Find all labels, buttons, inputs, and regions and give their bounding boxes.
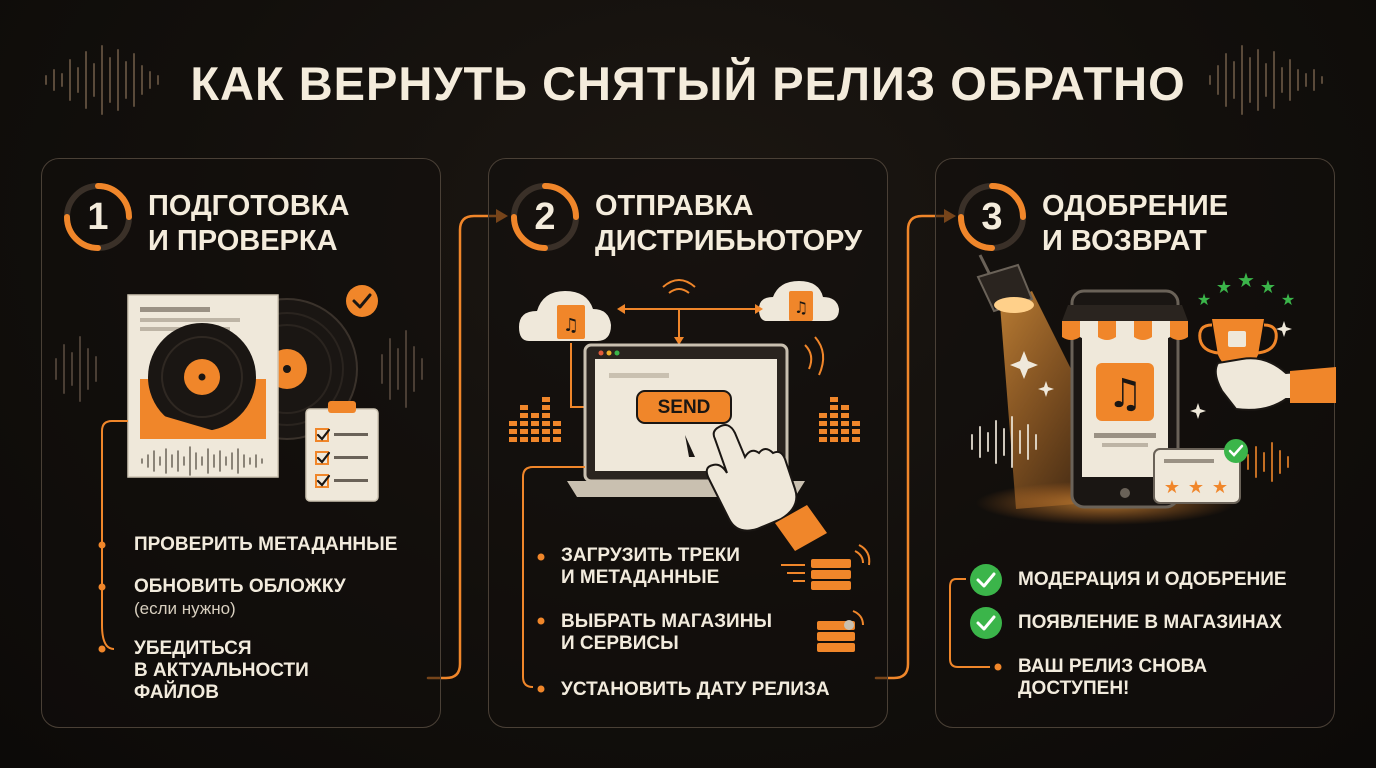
equalizer-icon <box>509 397 860 442</box>
rating-card-icon: ★ ★ ★ <box>1153 439 1248 504</box>
step-title: ОТПРАВКА ДИСТРИБЬЮТОРУ <box>595 190 863 257</box>
step-badge-ring <box>64 183 132 251</box>
svg-text:♫: ♫ <box>563 315 579 336</box>
hand-pointer-icon <box>685 424 827 551</box>
list-item: ПРОВЕРИТЬ МЕТАДАННЫЕ <box>134 534 398 555</box>
checklist-icon <box>305 401 379 502</box>
svg-text:★: ★ <box>1216 277 1232 298</box>
svg-text:★: ★ <box>1188 477 1204 498</box>
step-badge-ring <box>511 183 579 251</box>
list-item: УБЕДИТЬСЯ В АКТУАЛЬНОСТИ ФАЙЛОВ <box>134 638 309 703</box>
step-badge-ring <box>958 183 1026 251</box>
svg-text:★: ★ <box>1281 290 1295 309</box>
svg-text:♫: ♫ <box>1107 371 1143 417</box>
step-number: 3 <box>981 196 1003 238</box>
document-icon <box>127 294 279 478</box>
list-item: УСТАНОВИТЬ ДАТУ РЕЛИЗА <box>561 679 830 700</box>
phone-store-icon: ♫ <box>1062 289 1188 509</box>
step-2-illustration: ♫ ♫ SEND <box>509 279 871 693</box>
svg-text:★: ★ <box>1237 268 1255 292</box>
step-number: 2 <box>534 196 556 238</box>
list-item: МОДЕРАЦИЯ И ОДОБРЕНИЕ <box>1018 569 1287 590</box>
page-title: КАК ВЕРНУТЬ СНЯТЫЙ РЕЛИЗ ОБРАТНО <box>190 57 1186 110</box>
waveform-right-icon <box>1209 45 1323 115</box>
svg-text:♫: ♫ <box>794 298 808 317</box>
svg-text:★: ★ <box>1164 477 1180 498</box>
list-item: ЗАГРУЗИТЬ ТРЕКИ И МЕТАДАННЫЕ <box>561 545 740 588</box>
send-button-label: SEND <box>658 397 711 418</box>
waveform-icon <box>55 330 423 408</box>
check-badge-icon <box>346 285 378 317</box>
step-panel-3: 3 ОДОБРЕНИЕ И ВОЗВРАТ <box>935 158 1336 728</box>
step-panel-2: 2 ОТПРАВКА ДИСТРИБЬЮТОРУ ♫ ♫ <box>488 158 888 728</box>
step-title: ПОДГОТОВКА И ПРОВЕРКА <box>148 190 350 257</box>
step-panel-1: 1 ПОДГОТОВКА И ПРОВЕРКА <box>41 158 441 728</box>
svg-text:★: ★ <box>1212 477 1228 498</box>
cloud-music-icon: ♫ ♫ <box>519 281 839 341</box>
stars-icon: ★ ★ ★ ★ ★ <box>1197 268 1295 309</box>
list-item: ПОЯВЛЕНИЕ В МАГАЗИНАХ <box>1018 612 1282 633</box>
check-circle-icon <box>970 564 1002 596</box>
step-1-illustration <box>55 285 423 653</box>
list-item: ОБНОВИТЬ ОБЛОЖКУ (если нужно) <box>134 576 346 618</box>
step-title: ОДОБРЕНИЕ И ВОЗВРАТ <box>1042 190 1229 257</box>
store-server-icon <box>817 610 864 652</box>
svg-text:★: ★ <box>1197 290 1211 309</box>
trophy-icon <box>1198 319 1336 411</box>
waveform-left-icon <box>45 45 159 115</box>
list-item: ВЫБРАТЬ МАГАЗИНЫ И СЕРВИСЫ <box>561 611 773 654</box>
list-item: ВАШ РЕЛИЗ СНОВА ДОСТУПЕН! <box>1018 656 1208 699</box>
step-3-illustration: ♫ ★ ★ ★ ★ ★ ★ ★ ★ <box>949 254 1336 671</box>
music-note-icon: ♫ <box>1096 363 1154 421</box>
svg-text:★: ★ <box>1260 277 1276 298</box>
check-circle-icon <box>970 607 1002 639</box>
upload-server-icon <box>781 544 871 590</box>
signal-icon <box>662 279 825 376</box>
step-number: 1 <box>87 196 109 238</box>
